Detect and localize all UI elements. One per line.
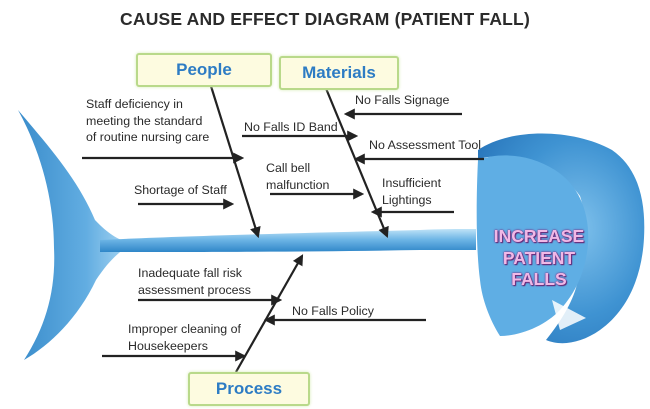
cause-no-assessment-tool: No Assessment Tool xyxy=(369,137,481,154)
cause-line: Inadequate fall risk xyxy=(138,266,243,280)
cause-line: No Assessment Tool xyxy=(369,138,482,152)
effect-line: PATIENT xyxy=(502,247,576,268)
cause-line: assessment process xyxy=(138,282,251,297)
people-bone xyxy=(82,82,359,239)
effect-label: INCREASE PATIENT FALLS xyxy=(478,226,600,291)
cause-line: meeting the standard xyxy=(86,113,203,128)
category-materials-label: Materials xyxy=(302,63,376,82)
fish-mouth xyxy=(552,300,586,330)
cause-line: Improper cleaning of xyxy=(128,322,241,336)
cause-no-falls-policy: No Falls Policy xyxy=(292,303,374,320)
cause-line: No Falls Signage xyxy=(355,93,450,107)
process-bone xyxy=(102,254,426,373)
cause-line: Insufficient xyxy=(382,176,442,190)
cause-shortage-of-staff: Shortage of Staff xyxy=(134,182,227,199)
cause-line: Housekeepers xyxy=(128,338,208,353)
cause-staff-deficiency: Staff deficiency in meeting the standard… xyxy=(86,96,209,146)
fish-tail xyxy=(18,110,132,360)
cause-no-falls-id-band: No Falls ID Band xyxy=(244,119,338,136)
cause-no-falls-signage: No Falls Signage xyxy=(355,92,449,109)
category-materials: Materials xyxy=(279,56,399,90)
fish-face xyxy=(476,155,589,336)
diagram-title: CAUSE AND EFFECT DIAGRAM (PATIENT FALL) xyxy=(120,9,530,29)
cause-improper-cleaning: Improper cleaning of Housekeepers xyxy=(128,321,241,354)
cause-line: No Falls Policy xyxy=(292,304,374,318)
fish-head xyxy=(478,133,645,344)
cause-line: Call bell xyxy=(266,161,311,175)
cause-line: malfunction xyxy=(266,177,330,192)
cause-call-bell-malfunction: Call bell malfunction xyxy=(266,160,329,193)
category-process-label: Process xyxy=(215,379,283,398)
cause-line: of routine nursing care xyxy=(86,130,210,144)
cause-line: Staff deficiency in xyxy=(86,97,183,111)
cause-insufficient-lightings: Insufficient Lightings xyxy=(382,175,441,208)
effect-line: FALLS xyxy=(511,269,567,289)
materials-bone xyxy=(270,85,484,239)
category-people: People xyxy=(136,53,272,87)
category-process: Process xyxy=(188,372,310,406)
effect-line: INCREASE xyxy=(493,226,585,246)
cause-line: Lightings xyxy=(382,192,432,207)
category-people-label: People xyxy=(176,60,232,79)
cause-line: Shortage of Staff xyxy=(134,183,227,197)
fish-spine xyxy=(100,229,476,252)
cause-inadequate-assessment: Inadequate fall risk assessment process xyxy=(138,265,251,298)
cause-line: No Falls ID Band xyxy=(244,120,338,134)
